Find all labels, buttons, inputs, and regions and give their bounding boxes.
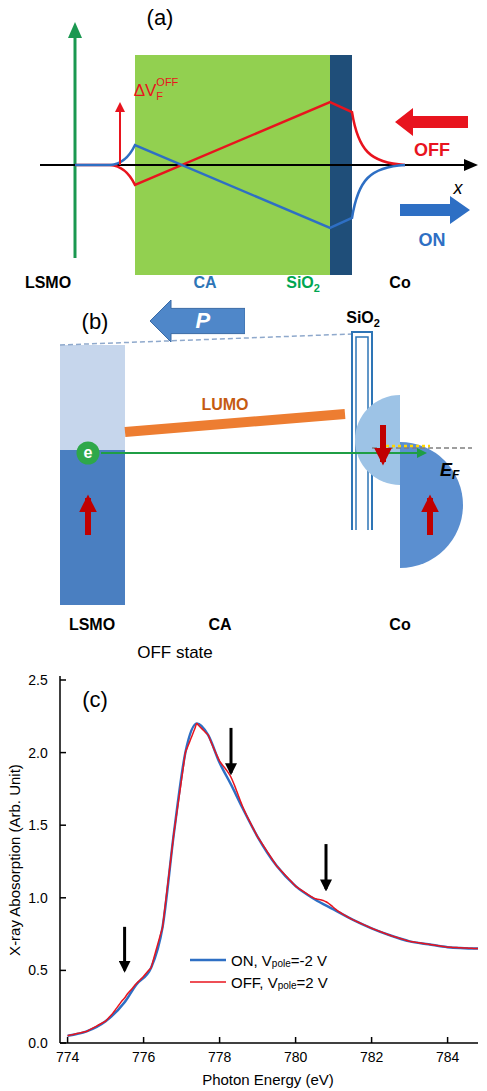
legend-text: ON, V: [231, 953, 272, 968]
layer-label: CA: [208, 617, 231, 633]
potential-axis: [74, 36, 77, 258]
feature-arrow: [230, 728, 233, 773]
tick-mark: [60, 970, 66, 972]
tick-label: 774: [56, 1050, 79, 1064]
tick-label: 0.0: [28, 1036, 47, 1050]
axis-title: X-ray Abosorption (Arb. Unit): [7, 764, 22, 956]
subscript: pole: [272, 959, 291, 969]
state-label: OFF state: [137, 644, 213, 661]
tick-mark: [219, 1037, 221, 1043]
tick-label: 780: [284, 1050, 307, 1064]
spectrum-on: [68, 724, 478, 1036]
lumo-level: [125, 414, 345, 432]
axis-title: Photon Energy (eV): [202, 1072, 334, 1087]
tick-mark: [143, 1037, 145, 1043]
fermi-label: E: [440, 461, 452, 479]
on-arrow: [400, 196, 470, 224]
legend-line: [190, 959, 226, 962]
layer-label: SiO: [286, 275, 314, 291]
vacuum-level: [60, 334, 352, 345]
subscript: pole: [278, 981, 297, 991]
delta-v-arrow: [119, 104, 121, 165]
layer-label: CA: [193, 275, 216, 291]
spin-up-arrow: [85, 498, 91, 535]
lsmo-filled: [60, 450, 125, 605]
axis-arrowhead: [464, 159, 478, 171]
tick-mark: [60, 679, 66, 681]
tick-label: 776: [132, 1050, 155, 1064]
feature-arrow: [123, 927, 126, 971]
panel-label: (a): [147, 7, 174, 29]
tick-mark: [67, 1037, 69, 1043]
tick-label: 784: [436, 1050, 459, 1064]
axis-arrowhead: [68, 22, 82, 38]
layer-label: Co: [389, 617, 410, 633]
tick-label: 778: [208, 1050, 231, 1064]
legend-text: =2 V: [297, 975, 328, 990]
spectrum-off: [68, 724, 478, 1036]
delta-v-label: ΔV: [134, 82, 157, 99]
potential-on: [75, 145, 405, 228]
legend-line: [190, 981, 226, 983]
tick-label: 2.0: [28, 746, 47, 760]
feature-arrow: [325, 844, 328, 889]
layer-label: SiO: [346, 310, 374, 326]
tick-mark: [447, 1037, 449, 1043]
panel-label: (b): [82, 311, 109, 333]
spin-up-arrow: [427, 498, 433, 535]
panel-b: [60, 332, 472, 605]
fermi-level: [372, 447, 472, 449]
node-text: e: [76, 441, 100, 465]
electron: e: [76, 441, 100, 465]
co-majority-dos: [400, 442, 463, 568]
subscript: 2: [374, 318, 380, 329]
potential-off: [75, 102, 405, 185]
subscript: F: [156, 91, 163, 102]
legend-text: OFF, V: [231, 975, 278, 990]
panel-c: [60, 676, 478, 1043]
tick-label: 1.5: [28, 818, 47, 832]
co-minority-dos: [355, 395, 400, 485]
tick-label: 2.5: [28, 673, 47, 687]
tick-label: 1.0: [28, 891, 47, 905]
axis-label: x: [454, 179, 463, 197]
tick-mark: [295, 1037, 297, 1043]
on-label: ON: [419, 231, 446, 249]
tick-label: 0.5: [28, 963, 47, 977]
node-text: P: [150, 300, 245, 342]
layer-label: LSMO: [69, 617, 115, 633]
superscript: OFF: [156, 77, 178, 88]
off-arrow: [395, 108, 468, 136]
subscript: 2: [314, 283, 320, 294]
y-axis: [59, 676, 61, 1043]
off-label: OFF: [414, 141, 450, 159]
lumo-label: LUMO: [201, 397, 248, 413]
tick-mark: [60, 824, 66, 826]
panel-label: (c): [82, 689, 108, 711]
tunneling-arrow: [101, 452, 425, 454]
tick-mark: [60, 1042, 66, 1044]
tick-mark: [371, 1037, 373, 1043]
fermi-highlight: [380, 445, 430, 448]
lsmo-empty: [60, 345, 125, 450]
panel-a: [40, 22, 478, 275]
subscript: F: [452, 469, 459, 481]
legend-text: =-2 V: [291, 953, 327, 968]
tick-mark: [60, 752, 66, 754]
x-axis: [60, 1042, 478, 1044]
layer-label: LSMO: [25, 275, 71, 291]
spin-down-arrow: [380, 425, 386, 462]
layer-label: Co: [389, 275, 410, 291]
tick-mark: [60, 897, 66, 899]
polarization-arrow: P: [150, 300, 245, 342]
tick-label: 782: [360, 1050, 383, 1064]
